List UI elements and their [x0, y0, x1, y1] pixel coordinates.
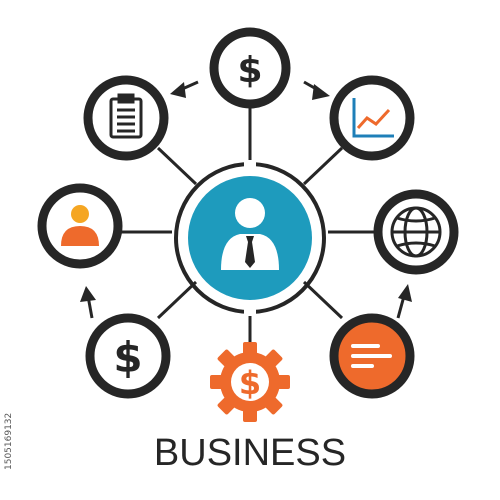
dollar-node-top: $ [209, 27, 291, 109]
chart-node [329, 75, 415, 161]
arrow-top-left [170, 80, 199, 98]
connector-dollar-bottom-left [156, 280, 198, 320]
flow-arrows [80, 80, 412, 319]
user-icon [61, 205, 99, 246]
image-id-text: 1505169132 [4, 412, 14, 470]
center-hub [174, 160, 326, 316]
line-chart-icon [352, 98, 394, 138]
arrow-right-up [396, 284, 412, 319]
arrow-left-up [80, 286, 96, 319]
globe-icon [390, 206, 442, 258]
clipboard-icon [109, 93, 143, 139]
connector-lines [118, 107, 376, 345]
connector-clipboard [156, 146, 198, 186]
businessman-icon [221, 198, 279, 270]
dollar-icon: $ [113, 333, 142, 382]
gear-dollar-glyph: $ [239, 364, 261, 402]
user-node [37, 183, 123, 269]
arrow-top-right [303, 80, 330, 100]
dollar-icon: $ [237, 50, 262, 91]
connector-chart [302, 146, 344, 186]
gear-dollar-node: $ [210, 342, 290, 422]
dollar-node-bottom-left: $ [85, 313, 171, 399]
globe-node [373, 189, 459, 275]
clipboard-node [83, 75, 169, 161]
connector-document [302, 280, 344, 320]
gear-dollar-icon: $ [210, 342, 290, 422]
document-lines-icon [351, 344, 392, 368]
document-node [329, 313, 415, 399]
diagram-title: BUSINESS [153, 432, 347, 474]
